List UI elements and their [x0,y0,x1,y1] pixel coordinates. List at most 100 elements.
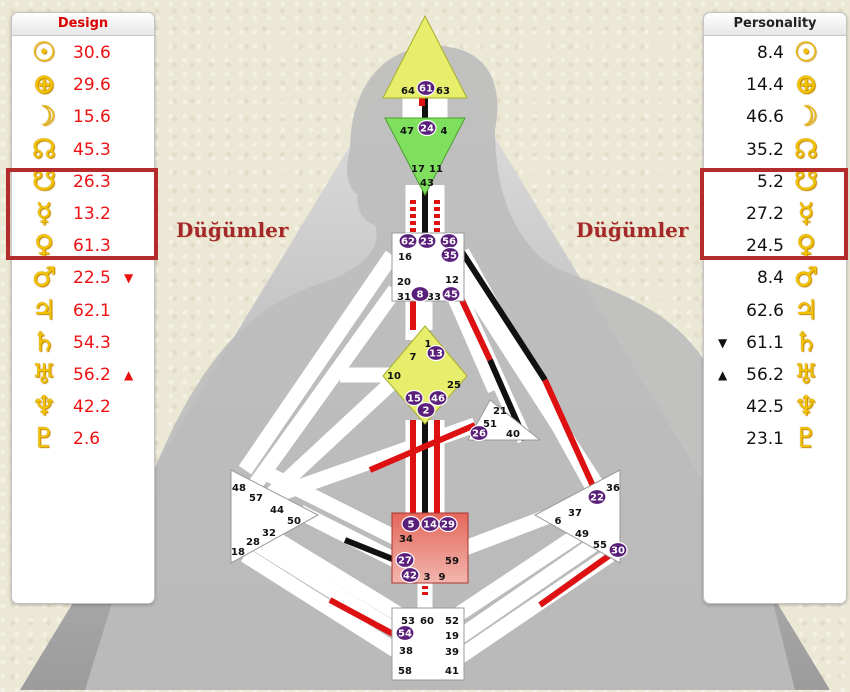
planet-icon: ☋ [794,165,818,197]
planet-icon: ♀ [796,230,816,262]
gate-53: 53 [401,616,415,627]
active-gate-2: 2 [416,401,436,419]
planet-icon: ♄ [793,326,819,358]
activations [328,96,612,638]
planet-icon: ♀ [34,230,54,262]
gate-28: 28 [246,537,260,548]
personality-value: 35.2 [746,139,784,160]
gate-7: 7 [410,352,417,363]
gate-12: 12 [445,275,459,286]
active-gate-46: 46 [428,389,448,407]
design-row: ☉30.6 [12,37,154,69]
gate-64: 64 [401,86,415,97]
gate-33: 33 [427,292,441,303]
gate-21: 21 [493,406,507,417]
personality-row: ♄61.1▼ [704,327,846,359]
gate-16: 16 [398,252,412,263]
active-gate-5: 5 [401,515,421,533]
active-gate-23: 23 [417,232,437,250]
personality-value: 24.5 [746,236,784,257]
head-center [382,14,468,99]
design-value: 62.1 [73,300,111,321]
gate-17: 17 [411,164,425,175]
active-gate-35: 35 [440,246,460,264]
design-row: ♅56.2▲ [12,359,154,391]
planet-icon: ☊ [794,133,818,165]
gate-39: 39 [445,647,459,658]
personality-value: 61.1 [746,332,784,353]
svg-text:22: 22 [590,493,604,504]
gate-47: 47 [400,126,414,137]
gate-38: 38 [399,646,413,657]
personality-value: 5.2 [756,171,784,192]
personality-value: 62.6 [746,300,784,321]
design-row: ☊45.3 [12,134,154,166]
gate-58: 58 [398,666,412,677]
active-gate-61: 61 [416,79,436,97]
arrow-up-icon: ▲ [718,368,728,382]
active-gate-62: 62 [398,232,418,250]
personality-row: ♆42.5 [704,391,846,423]
design-row: ⊕29.6 [12,69,154,101]
design-value: 2.6 [73,429,101,450]
active-gate-13: 13 [426,344,446,362]
personality-row: ♃ 62.6 [704,295,846,327]
personality-value: 27.2 [746,204,784,224]
planet-icon: ♂ [31,262,57,294]
active-gate-54: 54 [395,624,415,642]
design-value: 26.3 [73,171,111,192]
active-gate-26: 26 [469,424,489,442]
arrow-up-icon: ▲ [124,368,134,382]
svg-text:14: 14 [423,520,437,531]
svg-text:13: 13 [429,349,443,360]
design-row: ♄54.3 [12,327,154,359]
active-gate-8: 8 [410,285,430,303]
active-gate-30: 30 [608,541,628,559]
gate-51: 51 [483,419,497,430]
svg-text:2: 2 [423,406,430,417]
ajna-center [384,117,466,197]
svg-text:15: 15 [407,394,421,405]
personality-row: ♇23.1 [704,423,846,455]
gate-59: 59 [445,556,459,567]
svg-text:46: 46 [431,394,445,405]
planet-icon: ♃ [793,294,819,326]
design-value: 61.3 [73,236,111,257]
planet-icon: ☉ [793,37,819,68]
gate-55: 55 [593,540,607,551]
active-gate-14: 14 [420,515,440,533]
design-panel-title: Design [12,13,154,36]
svg-text:30: 30 [611,546,625,557]
design-value: 42.2 [73,397,111,418]
gate-11: 11 [429,164,443,175]
personality-row: ♀ 24.5 [704,230,846,262]
design-value: 15.6 [73,107,111,128]
planet-icon: ⊕ [32,69,56,101]
design-nodes-highlight [6,168,158,260]
design-value: 13.2 [73,204,111,224]
design-row: ♂22.5▼ [12,262,154,294]
gate-50: 50 [287,516,301,527]
spleen-center [230,469,320,564]
planet-icon: ☊ [32,133,56,165]
active-gate-42: 42 [400,566,420,584]
svg-text:29: 29 [441,520,455,531]
planet-icon: ♇ [31,423,57,455]
planet-icon: ♆ [31,391,57,423]
planet-icon: ♅ [31,359,57,390]
gate-34: 34 [399,534,413,545]
gate-37: 37 [568,508,582,519]
svg-text:42: 42 [403,571,417,582]
planet-icon: ♆ [793,391,819,423]
gate-25: 25 [447,380,461,391]
gate-4: 4 [441,126,448,137]
personality-row: ☉8.4 [704,37,846,69]
personality-value: 56.2 [746,365,784,385]
personality-row: ☊ 35.2 [704,134,846,166]
planet-icon: ☽ [793,101,819,133]
planet-icon: ☽ [31,101,57,133]
root-center [391,607,465,681]
gate-3: 3 [424,572,431,583]
